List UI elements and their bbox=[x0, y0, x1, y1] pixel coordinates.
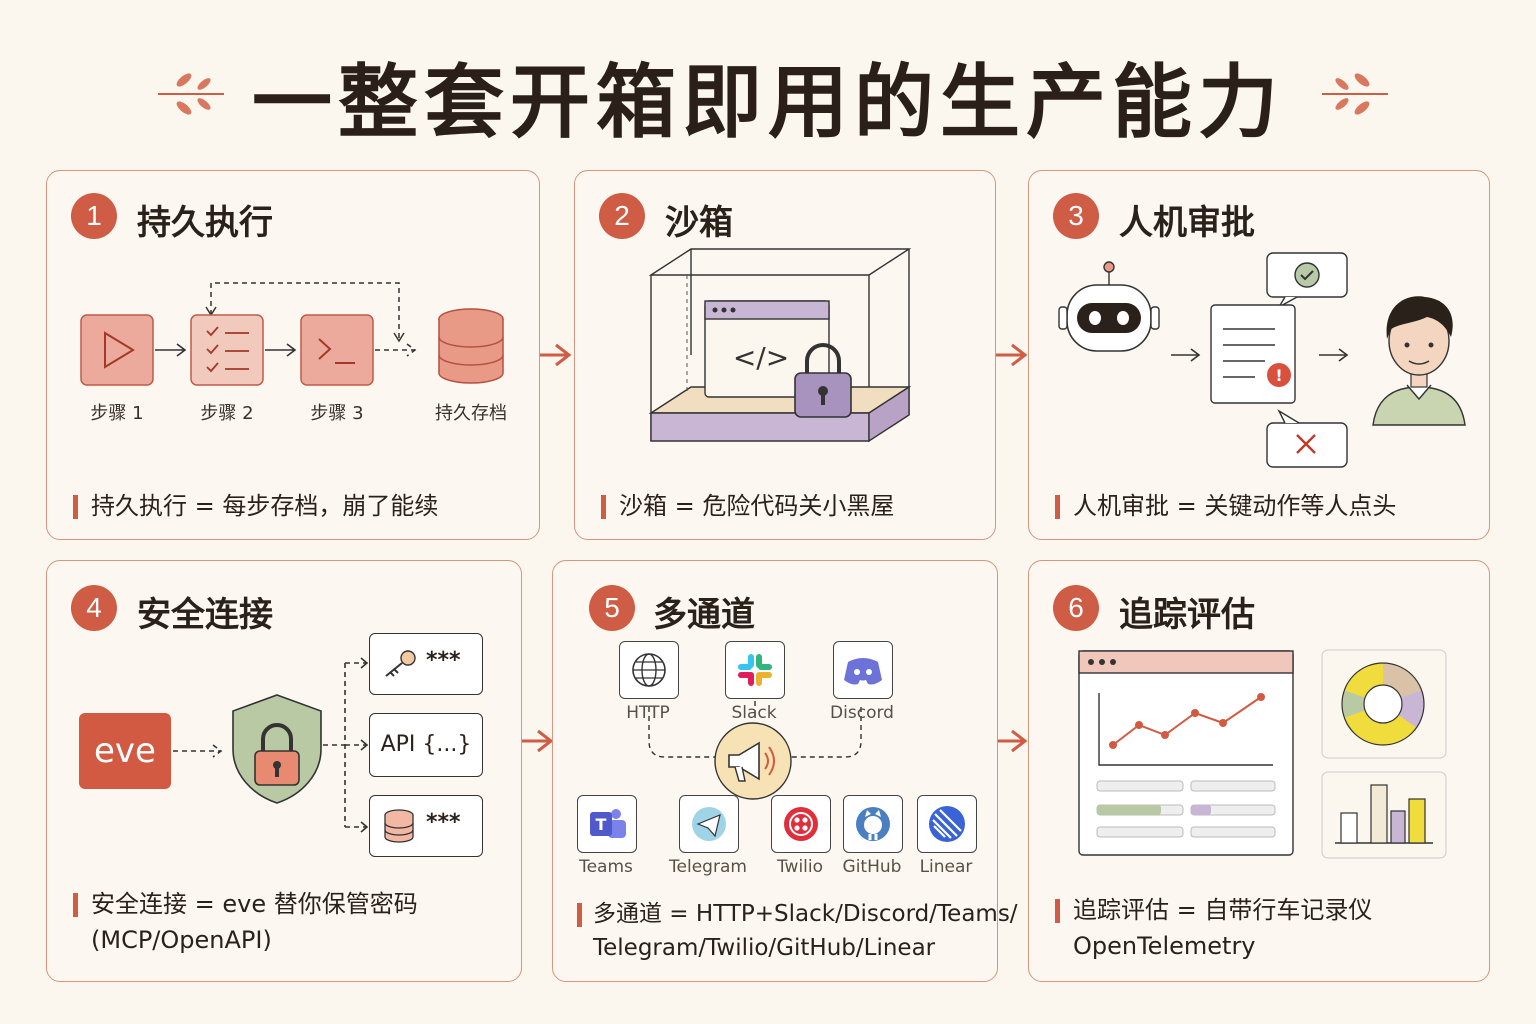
channel-label: Discord bbox=[830, 703, 894, 723]
channel-label: Slack bbox=[731, 703, 777, 723]
card-title: 持久执行 bbox=[137, 203, 273, 243]
summary-marker bbox=[577, 903, 582, 927]
card-summary-line-2: (MCP/OpenAPI) bbox=[91, 926, 272, 954]
card-number: 3 bbox=[1053, 193, 1099, 239]
card-secure-connection: 4 安全连接 eve *** API {...} *** 安全连接 = eve … bbox=[46, 560, 522, 982]
donut-chart-icon bbox=[1321, 649, 1447, 759]
robot-icon bbox=[1058, 261, 1160, 352]
database-secret-box: *** bbox=[369, 795, 483, 857]
person-avatar-icon bbox=[1372, 296, 1466, 426]
summary-marker bbox=[601, 495, 606, 519]
approval-document-icon: ! bbox=[1210, 252, 1348, 468]
card-summary-line-2: Telegram/Twilio/GitHub/Linear bbox=[593, 935, 936, 961]
card-summary: 沙箱 = 危险代码关小黑屋 bbox=[619, 492, 895, 520]
summary-marker bbox=[1055, 495, 1060, 519]
masked-secret: *** bbox=[426, 648, 461, 673]
card-title: 人机审批 bbox=[1119, 203, 1255, 243]
card-tracing-evaluation: 6 追踪评估 追踪评估 = 自带行车记录仪 OpenTelemetry bbox=[1028, 560, 1490, 982]
key-secret-box: *** bbox=[369, 633, 483, 695]
storage-label: 持久存档 bbox=[435, 403, 507, 424]
step-label: 步骤 1 bbox=[90, 403, 144, 424]
channel-label: GitHub bbox=[842, 857, 902, 877]
card-sandbox: 2 沙箱 </> 沙箱 = 危险代码关小黑屋 bbox=[574, 170, 996, 540]
channel-label: Teams bbox=[579, 857, 633, 877]
svg-text:!: ! bbox=[1275, 366, 1282, 385]
security-shield-icon bbox=[232, 694, 322, 804]
api-secret-box: API {...} bbox=[369, 713, 483, 777]
github-icon bbox=[843, 795, 903, 853]
card-title: 追踪评估 bbox=[1119, 595, 1255, 635]
card-summary-line-2: OpenTelemetry bbox=[1073, 932, 1256, 960]
arrow-icon bbox=[1319, 348, 1349, 362]
svg-text:T: T bbox=[596, 815, 607, 834]
step-label: 步骤 2 bbox=[200, 403, 254, 424]
card-multi-channel: 5 多通道 HTTP Slack Discord T Teams Telegra… bbox=[552, 560, 1018, 982]
key-icon bbox=[385, 650, 416, 677]
bar-chart-icon bbox=[1321, 771, 1447, 859]
channel-label: Linear bbox=[919, 857, 973, 877]
step-label: 步骤 3 bbox=[310, 403, 364, 424]
card-summary: 多通道 = HTTP+Slack/Discord/Teams/ bbox=[593, 901, 1018, 927]
channel-label: Telegram bbox=[669, 857, 747, 877]
arrow-icon bbox=[1171, 348, 1201, 362]
card-summary: 持久执行 = 每步存档，崩了能续 bbox=[91, 492, 439, 520]
code-symbol: </> bbox=[733, 341, 789, 374]
channel-connector-lines bbox=[648, 701, 862, 758]
card-durable-execution: 1 持久执行 步骤 1 步骤 2 步骤 3 持久存档 持久执行 = 每步存档，崩… bbox=[46, 170, 540, 540]
eve-agent-box: eve bbox=[79, 713, 171, 789]
telegram-icon bbox=[679, 795, 739, 853]
discord-icon bbox=[833, 641, 893, 699]
channel-label: HTTP bbox=[626, 703, 670, 723]
card-title: 沙箱 bbox=[665, 203, 733, 243]
teams-icon: T bbox=[577, 795, 637, 853]
summary-marker bbox=[73, 495, 78, 519]
channel-label: Twilio bbox=[776, 857, 824, 877]
card-number: 1 bbox=[71, 193, 117, 239]
right-leaf-ornament-icon bbox=[1322, 73, 1388, 115]
left-leaf-ornament-icon bbox=[158, 73, 224, 115]
card-summary: 安全连接 = eve 替你保管密码 bbox=[91, 890, 418, 918]
card-title: 安全连接 bbox=[137, 595, 273, 635]
card-number: 5 bbox=[589, 585, 635, 631]
http-icon bbox=[619, 641, 679, 699]
branch-connector-icon bbox=[323, 657, 369, 833]
trace-dashboard-illustration bbox=[1078, 650, 1294, 856]
summary-marker bbox=[1055, 899, 1060, 923]
card-number: 6 bbox=[1053, 585, 1099, 631]
megaphone-icon bbox=[714, 722, 792, 800]
card-number: 2 bbox=[599, 193, 645, 239]
summary-marker bbox=[73, 893, 78, 917]
card-summary: 人机审批 = 关键动作等人点头 bbox=[1073, 492, 1397, 520]
durable-flow-diagram bbox=[80, 282, 504, 386]
card-title: 多通道 bbox=[653, 595, 755, 635]
twilio-icon bbox=[771, 795, 831, 853]
slack-icon bbox=[725, 641, 785, 699]
card-number: 4 bbox=[71, 585, 117, 631]
sandbox-box-illustration: </> bbox=[648, 248, 912, 443]
card-human-approval: 3 人机审批 ! 人机审批 = 关键动作等人点头 bbox=[1028, 170, 1490, 540]
masked-secret: *** bbox=[426, 810, 461, 835]
dashed-arrow-icon bbox=[173, 744, 223, 758]
card-summary: 追踪评估 = 自带行车记录仪 bbox=[1073, 896, 1373, 924]
database-icon bbox=[384, 809, 414, 843]
linear-icon bbox=[917, 795, 977, 853]
page-title: 一整套开箱即用的生产能力 bbox=[252, 55, 1284, 149]
